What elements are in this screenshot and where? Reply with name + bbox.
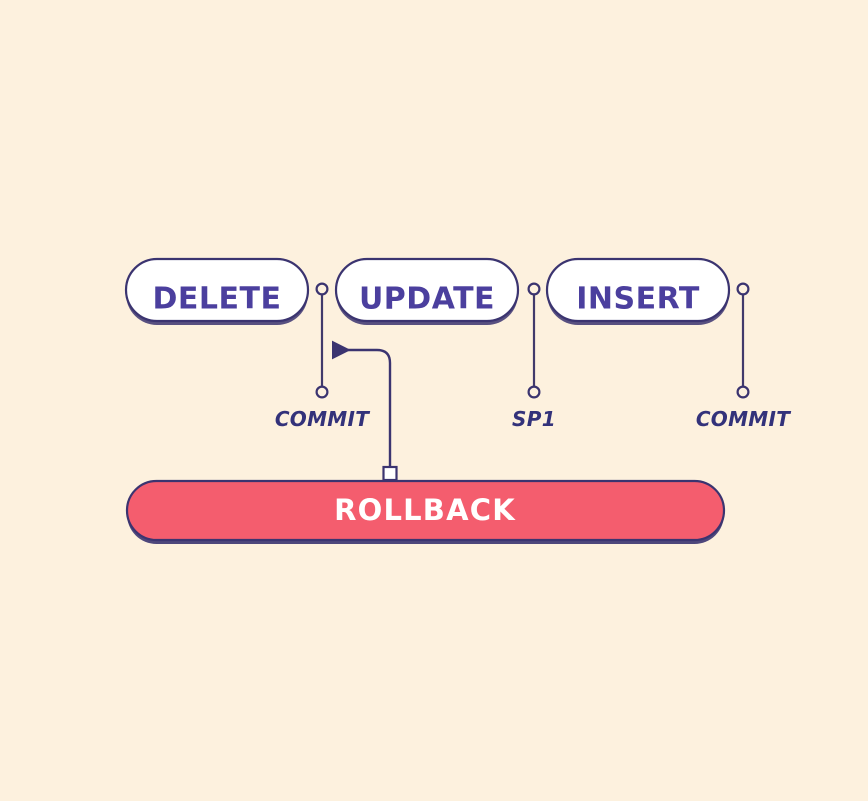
- marker-commit-1-top-node[interactable]: [315, 282, 329, 296]
- marker-commit-2-label: COMMIT: [696, 407, 791, 431]
- operation-pill-update[interactable]: UPDATE: [334, 257, 520, 325]
- marker-commit-1: COMMIT: [275, 282, 370, 431]
- rollback-bar-label: ROLLBACK: [334, 493, 516, 527]
- rollback-bar[interactable]: ROLLBACK: [125, 479, 726, 544]
- operation-pill-update-body[interactable]: [334, 257, 520, 323]
- marker-commit-1-bottom-node[interactable]: [315, 385, 329, 399]
- operation-pill-update-label: UPDATE: [359, 282, 495, 317]
- marker-sp1: SP1: [512, 282, 556, 431]
- marker-commit-1-label: COMMIT: [275, 407, 370, 431]
- marker-commit-2-top-node[interactable]: [736, 282, 750, 296]
- operation-pill-delete[interactable]: DELETE: [124, 257, 310, 325]
- marker-commit-2: COMMIT: [696, 282, 791, 431]
- operation-pill-insert[interactable]: INSERT: [545, 257, 731, 325]
- rollback-bar-body[interactable]: [125, 479, 726, 542]
- marker-commit-2-bottom-node[interactable]: [736, 385, 750, 399]
- marker-sp1-bottom-node[interactable]: [527, 385, 541, 399]
- marker-sp1-label: SP1: [512, 407, 556, 431]
- rollback-arrow-path: [331, 340, 392, 468]
- marker-sp1-top-node[interactable]: [527, 282, 541, 296]
- operation-pill-insert-body[interactable]: [545, 257, 731, 323]
- operation-pill-insert-label: INSERT: [576, 282, 700, 317]
- rollback-connector-square: [382, 465, 398, 482]
- operation-pill-delete-label: DELETE: [153, 282, 282, 317]
- operation-pill-delete-body[interactable]: [124, 257, 310, 323]
